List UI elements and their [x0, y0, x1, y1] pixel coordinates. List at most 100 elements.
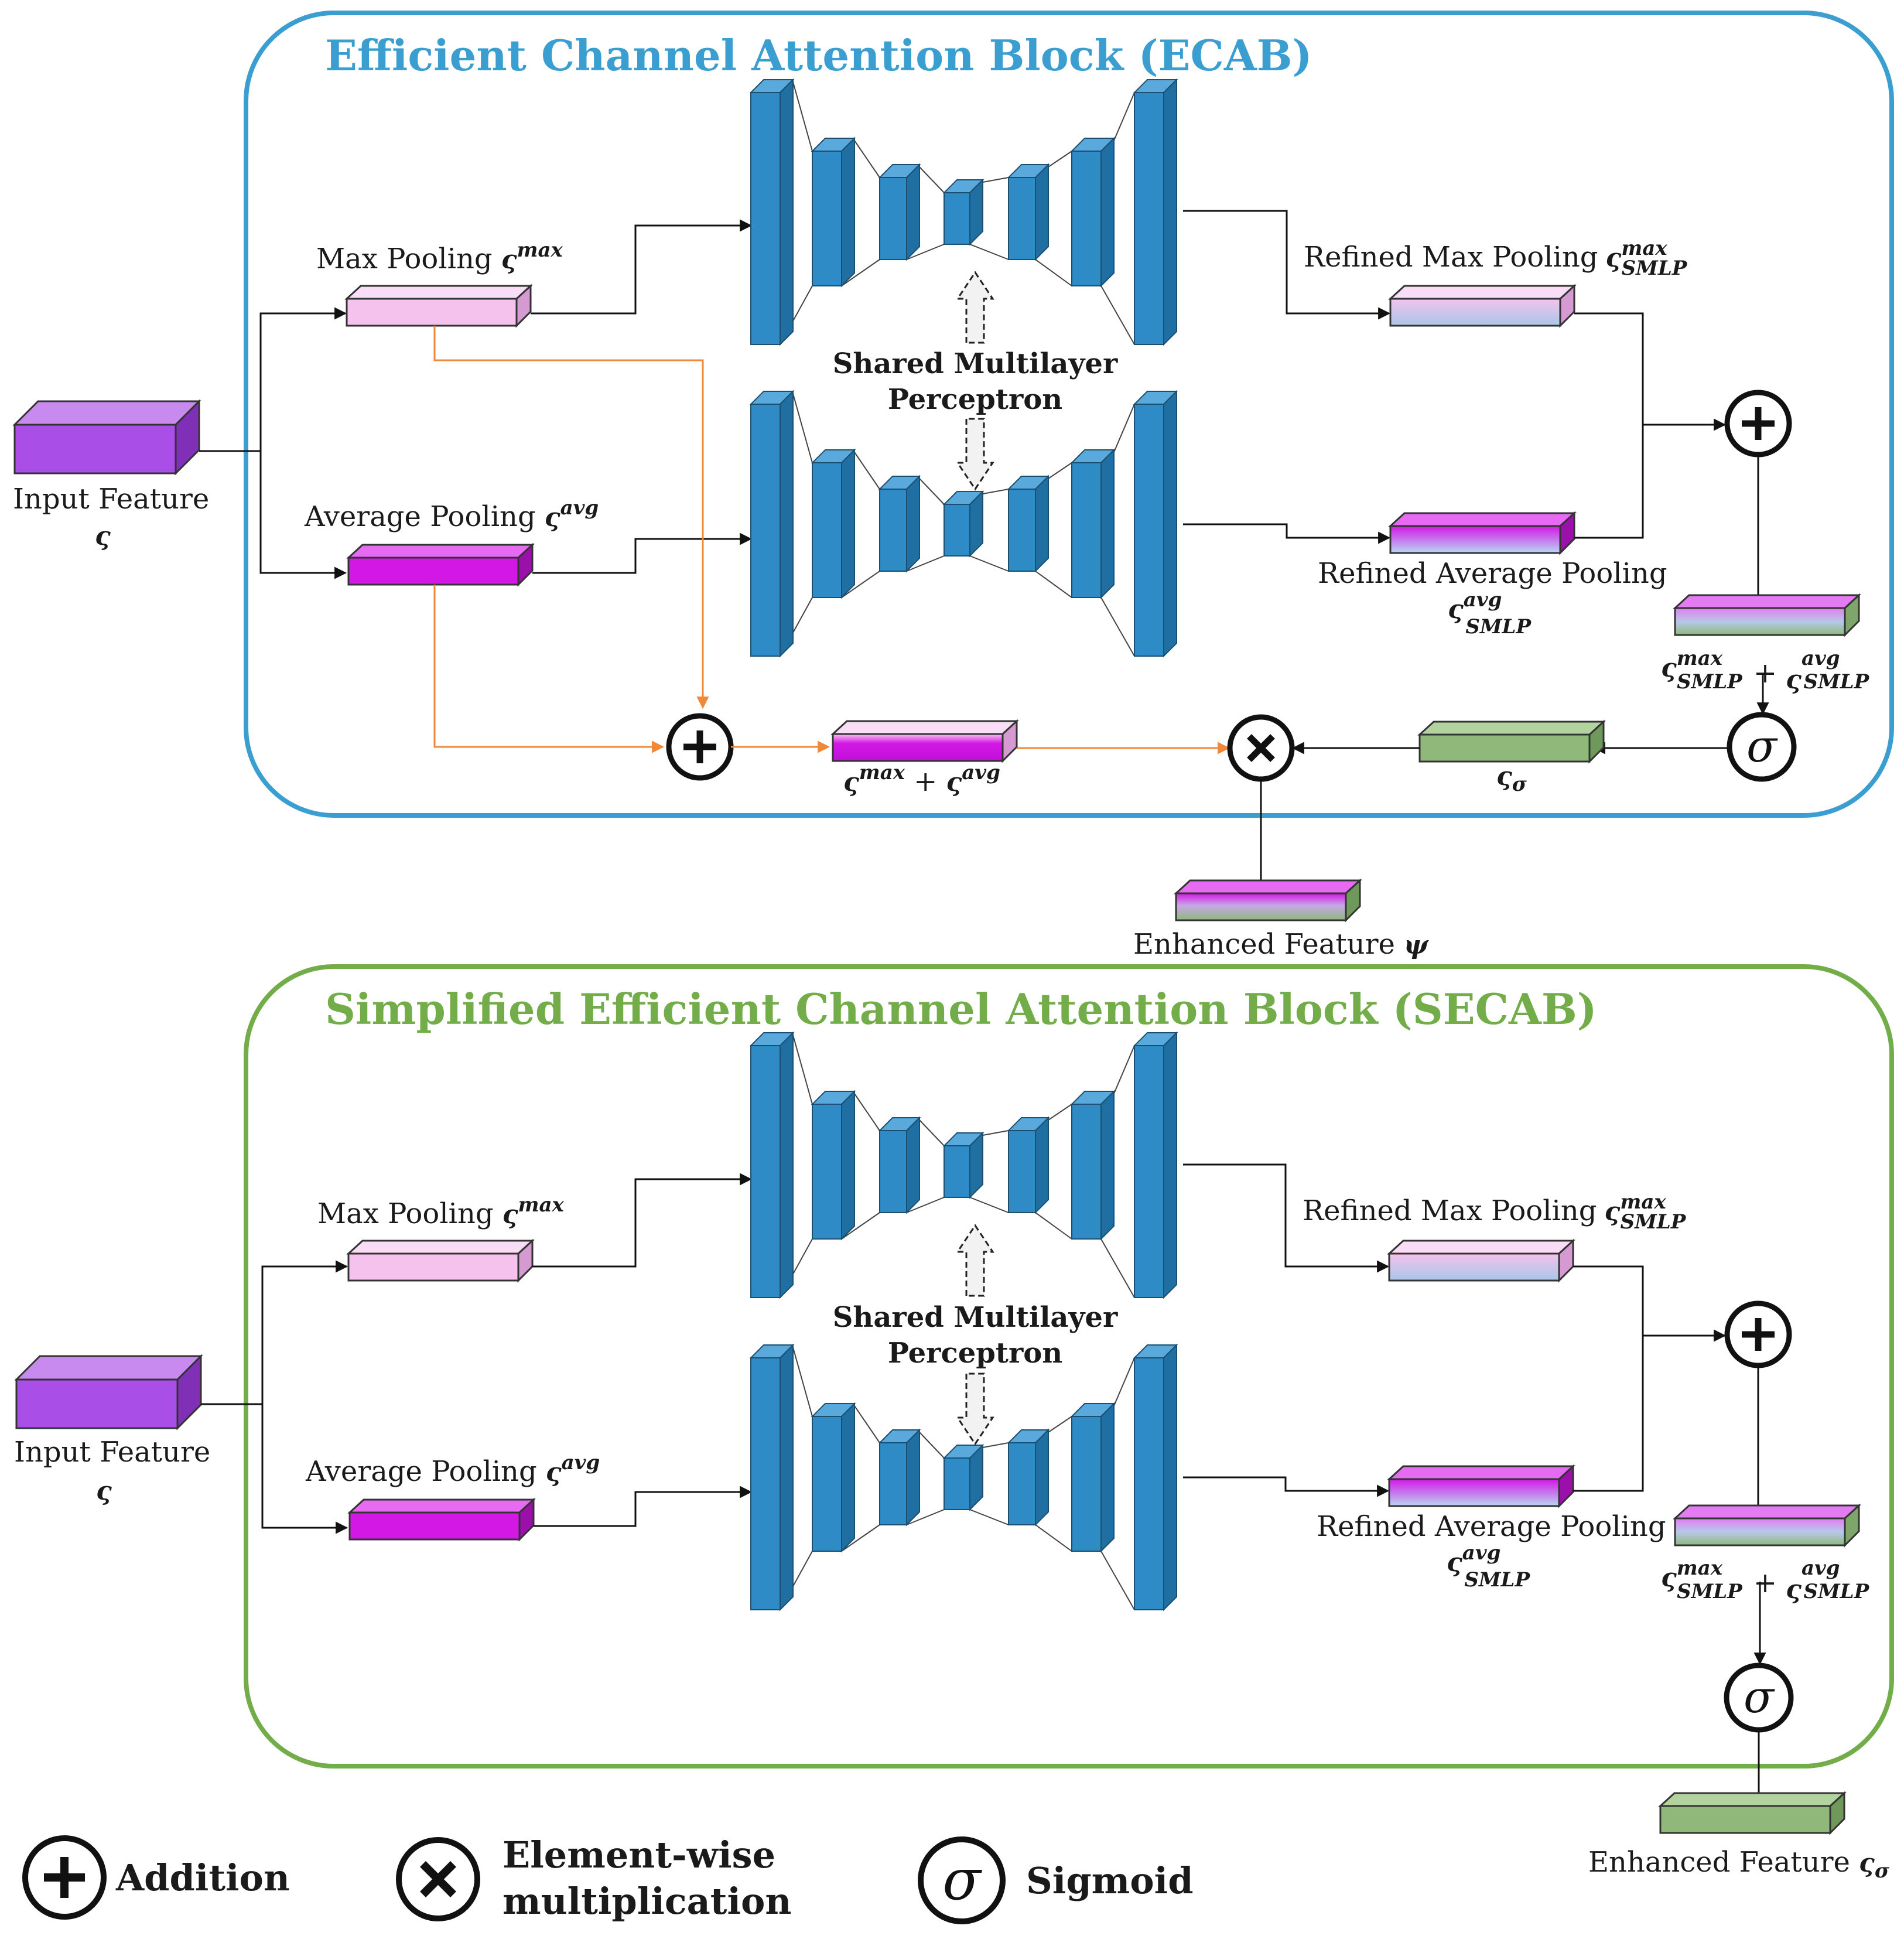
mlp-connector-line	[792, 1035, 813, 1105]
ecab-pool-sum-block	[830, 719, 1019, 763]
mlp-layer-4	[942, 178, 985, 246]
secab-refined-max-block	[1387, 1238, 1575, 1283]
ecab-multiplication-icon	[1227, 714, 1295, 782]
mlp-connector-line	[792, 81, 813, 152]
mlp-connector-line	[969, 555, 1009, 572]
mlp-connector-line	[792, 1347, 813, 1417]
secab-border	[244, 964, 1894, 1769]
mlp-connector-line	[969, 244, 1009, 260]
ecab-mlp-to-refined-avg	[1183, 523, 1391, 544]
legend-multiplication-icon	[396, 1837, 480, 1921]
mlp-layer-7	[1133, 1031, 1178, 1299]
mlp-connector-line	[841, 1212, 880, 1240]
secab-max-pool-block	[346, 1238, 535, 1283]
secab-avgpool-to-mlp	[534, 1486, 753, 1527]
mlp-connector-line	[1035, 1524, 1072, 1552]
mlp-connector-line	[841, 1524, 880, 1552]
mlp-layer-4	[942, 1131, 985, 1199]
mlp-layer-7	[1133, 1343, 1178, 1612]
ecab-addition-left-icon	[666, 713, 734, 781]
ecab-orange-avgpool-line	[433, 585, 665, 753]
mlp-connector-line	[1035, 1212, 1072, 1240]
mlp-connector-line	[969, 1509, 1009, 1525]
secab-input-feature	[14, 1354, 203, 1431]
mlp-layer-1	[749, 390, 795, 658]
mlp-layer-7	[1133, 390, 1178, 658]
secab-avg-pool-label: Average Pooling ςavg	[305, 1451, 600, 1488]
mlp-connector-line	[854, 1405, 880, 1443]
mlp-layer-5	[1007, 1116, 1050, 1214]
ecab-shared-mlp-bottom	[749, 390, 1178, 658]
mlp-connector-line	[792, 393, 813, 463]
mlp-connector-line	[1113, 1045, 1135, 1094]
mlp-connector-line	[982, 1442, 1009, 1448]
secab-shared-mlp-bottom	[749, 1343, 1178, 1612]
secab-mlp-to-refined-avg	[1183, 1476, 1390, 1497]
mlp-layer-2	[811, 136, 856, 288]
secab-input-line	[201, 1260, 348, 1405]
legend-multiplication-label-2: multiplication	[503, 1880, 791, 1923]
mlp-connector-line	[919, 478, 945, 505]
mlp-connector-line	[1048, 151, 1072, 168]
ecab-input-symbol: ς	[95, 521, 111, 551]
ecab-refined-sum-block	[1673, 593, 1861, 637]
secab-title: Simplified Efficient Channel Attention B…	[325, 984, 1597, 1034]
mlp-connector-line	[1113, 404, 1135, 453]
mlp-connector-line	[1100, 1238, 1135, 1298]
mlp-connector-line	[919, 166, 945, 193]
mlp-connector-line	[969, 1197, 1009, 1213]
ecab-shared-mlp-top	[749, 78, 1178, 346]
ecab-input-feature	[12, 399, 201, 476]
secab-output-label: Enhanced Feature ςσ	[1588, 1846, 1890, 1883]
mlp-connector-line	[854, 1093, 880, 1131]
mlp-connector-line	[854, 452, 880, 490]
secab-avg-pool-block	[347, 1497, 536, 1542]
ecab-avg-pool-block	[346, 542, 535, 587]
ecab-input-label: Input Feature	[13, 483, 209, 515]
ecab-sigmoid-symbol: σ	[1746, 720, 1778, 772]
mlp-layer-1	[749, 1343, 795, 1612]
ecab-shared-arrow-up	[956, 271, 994, 344]
mlp-connector-line	[1100, 285, 1135, 345]
secab-shared-mlp-top	[749, 1031, 1178, 1299]
mlp-connector-line	[1035, 571, 1072, 598]
ecab-avgpool-to-mlp	[532, 532, 753, 574]
mlp-layer-6	[1070, 1402, 1116, 1553]
mlp-connector-line	[854, 140, 880, 178]
mlp-connector-line	[982, 489, 1009, 494]
mlp-connector-line	[1113, 1357, 1135, 1406]
mlp-layer-5	[1007, 163, 1050, 261]
ecab-shared-arrow-down	[956, 418, 994, 491]
mlp-layer-2	[811, 448, 856, 599]
mlp-connector-line	[906, 1197, 945, 1213]
secab-mlp-to-refined-max	[1183, 1163, 1390, 1273]
mlp-layer-2	[811, 1090, 856, 1241]
ecab-refined-max-to-add	[1574, 312, 1644, 425]
mlp-connector-line	[841, 571, 880, 598]
mlp-connector-line	[1100, 597, 1135, 657]
ecab-output-label: Enhanced Feature ψ	[1133, 928, 1429, 961]
secab-sigmoid-symbol: σ	[1744, 1671, 1775, 1723]
mlp-layer-7	[1133, 78, 1178, 346]
secab-refined-avg-label: Refined Average Pooling	[1317, 1510, 1666, 1543]
ecab-sigma-block	[1417, 719, 1606, 764]
ecab-shared-mlp-label-1: Shared Multilayer	[833, 347, 1118, 380]
mlp-connector-line	[1100, 1551, 1135, 1610]
secab-addition-icon	[1724, 1300, 1792, 1368]
ecab-input-line-avg	[259, 451, 347, 579]
secab-refined-sum-block	[1673, 1503, 1861, 1548]
mlp-layer-5	[1007, 474, 1050, 573]
mlp-connector-line	[919, 1119, 945, 1146]
mlp-connector-line	[906, 1509, 945, 1525]
ecab-pool-sum-label: ςmax + ςavg	[843, 761, 1000, 798]
mlp-layer-1	[749, 1031, 795, 1299]
secab-refined-max-to-add	[1573, 1265, 1644, 1336]
secab-shared-mlp-label-1: Shared Multilayer	[833, 1301, 1118, 1334]
